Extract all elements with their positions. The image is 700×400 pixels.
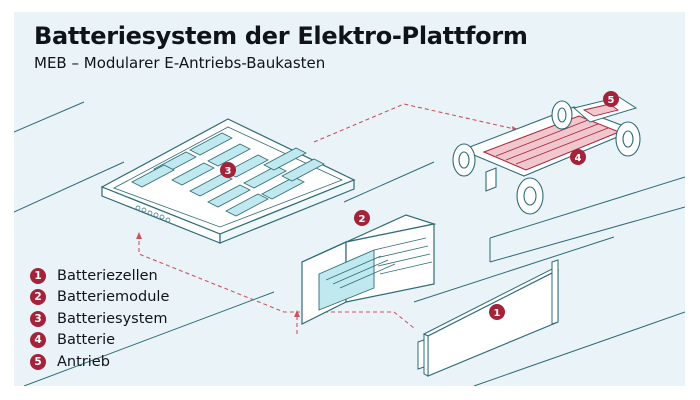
svg-text:3: 3 (225, 166, 232, 177)
vehicle-platform (452, 96, 641, 215)
legend-label: Batterie (57, 332, 116, 349)
floor-line (413, 236, 615, 303)
legend-label: Antrieb (57, 353, 110, 370)
legend-number-badge: 4 (30, 332, 46, 349)
floor-line (14, 161, 125, 213)
svg-text:5: 5 (608, 95, 615, 106)
battery-cell (417, 259, 560, 377)
page-title: Batteriesystem der Elektro-Plattform (34, 22, 528, 50)
legend-label: Batteriemodule (57, 289, 170, 306)
legend: 1 Batteriezellen 2 Batteriemodule 3 Batt… (30, 265, 169, 373)
flow-line-module-to-system (138, 234, 294, 313)
svg-text:4: 4 (575, 153, 582, 164)
floor-line (489, 206, 685, 263)
legend-number-badge: 1 (30, 267, 46, 284)
marker-3: 3 (220, 162, 236, 178)
legend-label: Batteriesystem (57, 310, 168, 327)
battery-module (301, 214, 437, 325)
diagram-markers: 1 2 3 4 5 (220, 91, 619, 320)
infographic-canvas: 1 2 3 4 5 Batteriesystem der Elektro-Pla… (14, 12, 685, 386)
marker-4: 4 (570, 149, 586, 165)
svg-text:1: 1 (494, 308, 501, 319)
battery-system-tray (100, 118, 356, 244)
arrow-head (294, 310, 300, 317)
legend-label: Batteriezellen (57, 267, 158, 284)
floor-line (23, 291, 275, 386)
marker-5: 5 (603, 91, 619, 107)
legend-item: 5 Antrieb (30, 351, 169, 373)
flow-line-cell-to-module (296, 311, 415, 334)
floor-line (473, 311, 685, 386)
marker-1: 1 (489, 304, 505, 320)
floor-line (343, 161, 435, 203)
legend-item: 1 Batteriezellen (30, 265, 169, 287)
legend-item: 4 Batterie (30, 330, 169, 352)
legend-number-badge: 5 (30, 353, 46, 370)
legend-item: 2 Batteriemodule (30, 287, 169, 309)
legend-number-badge: 2 (30, 289, 46, 306)
floor-line (14, 101, 85, 133)
page-subtitle: MEB – Modularer E-Antriebs-Baukasten (34, 54, 326, 72)
floor-line (489, 176, 685, 239)
legend-item: 3 Batteriesystem (30, 308, 169, 330)
marker-2: 2 (354, 210, 370, 226)
battery-system-diagram: 1 2 3 4 5 (14, 91, 685, 386)
svg-text:2: 2 (359, 214, 366, 225)
flow-line-system-to-battery (313, 103, 520, 143)
arrow-head (136, 232, 142, 239)
legend-number-badge: 3 (30, 310, 46, 327)
